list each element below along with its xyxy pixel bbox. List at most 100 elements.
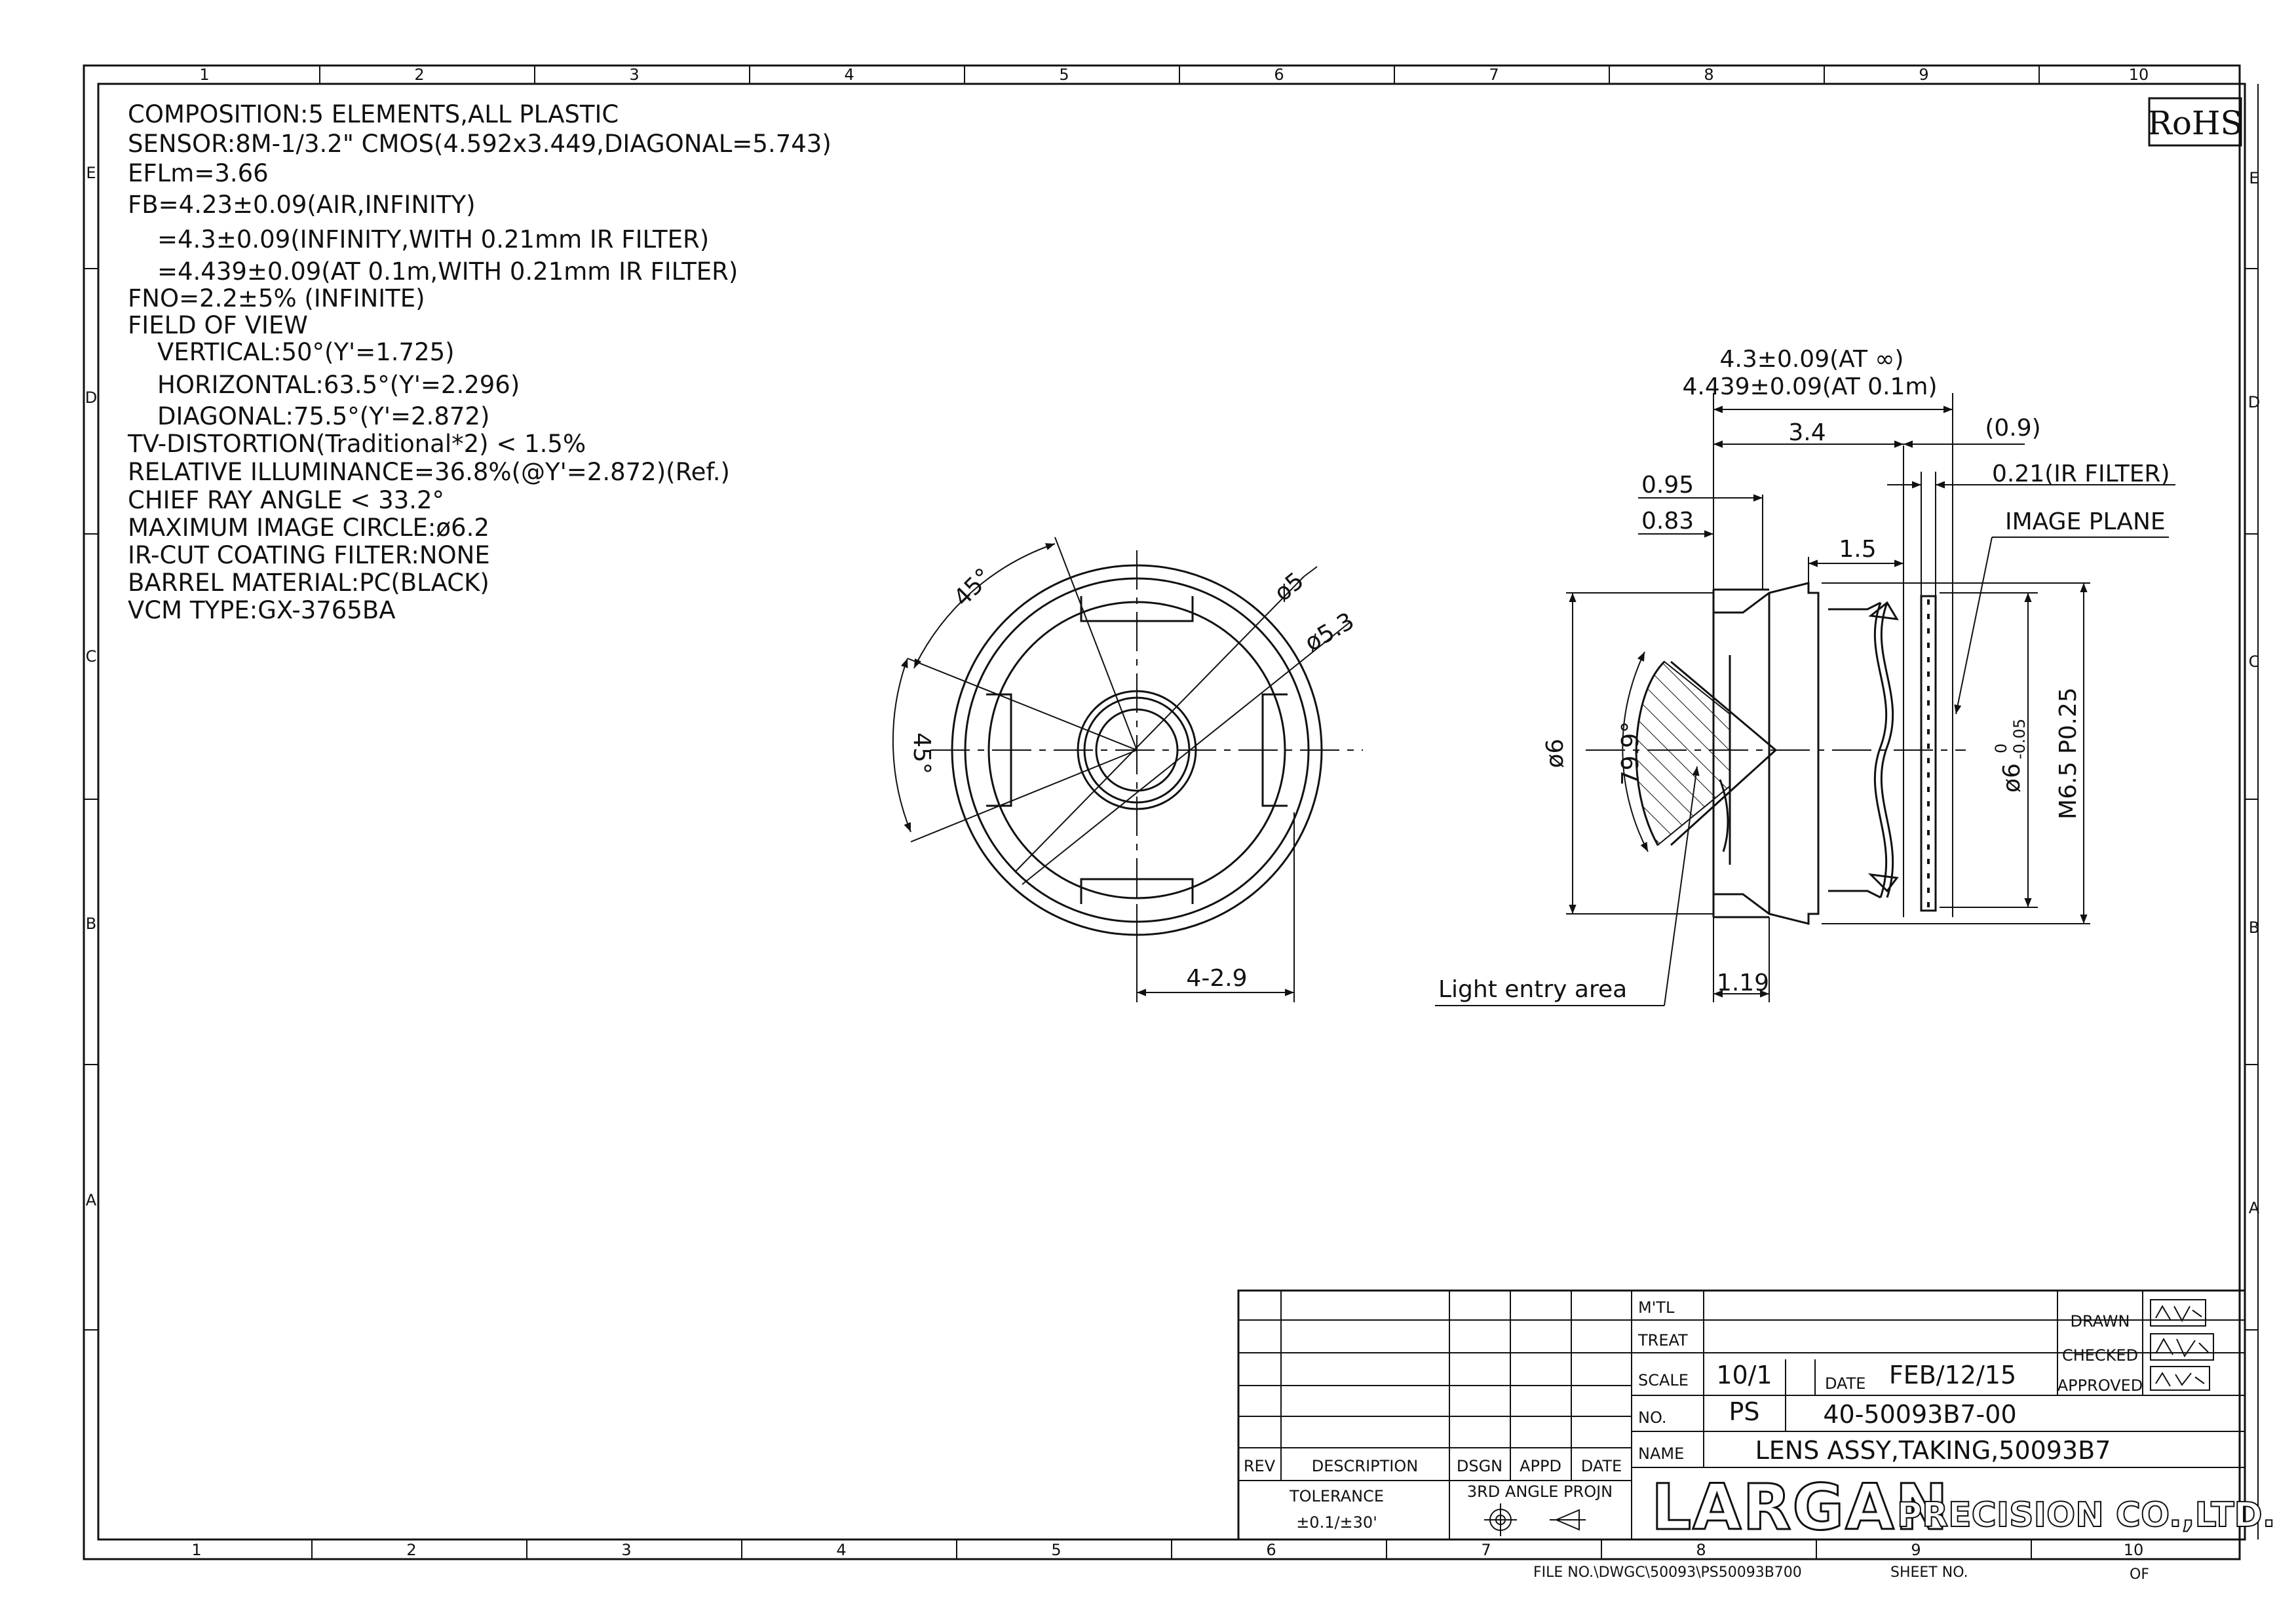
dim-15: 1.5 [1839,536,1876,563]
col-label-top: 2 [414,66,424,84]
company-logo: LARGAN [1651,1471,1949,1544]
dim-dia6-tolerance: ø6 0 -0.05 [1992,719,2029,793]
tb-description: DESCRIPTION [1312,1457,1418,1475]
front-view-labels: 45° 45° ø5 ø5.3 4-2.9 [908,563,1359,992]
spec-line: HORIZONTAL:63.5°(Y'=2.296) [157,371,520,399]
grid-lines [84,66,2259,1559]
row-label-left: B [86,915,96,933]
spec-line: FIELD OF VIEW [128,311,308,339]
col-label-top: 8 [1704,66,1713,84]
col-label-top: 7 [1489,66,1499,84]
col-label-top: 10 [2129,66,2149,84]
grid-col-labels: 1 2 3 4 5 6 7 8 9 10 1 2 3 4 5 6 7 8 9 1… [191,66,2149,1559]
dim-dia6-tol-base: ø6 [1999,763,2025,793]
col-label-bottom: 2 [406,1541,416,1559]
front-angle-left: 45° [908,732,935,774]
rohs-badge: RoHS [2147,97,2243,147]
row-label-left: D [85,388,97,407]
tb-no-value: 40-50093B7-00 [1823,1400,2016,1429]
signature-stamps [2150,1299,2214,1391]
dim-dia6-tol-hi: 0 [1992,744,2010,753]
dim-thread: M6.5 P0.25 [2055,687,2082,820]
dim-095: 0.95 [1641,472,1694,499]
light-entry-hatch [1636,660,1731,846]
col-label-bottom: 8 [1696,1541,1706,1559]
light-entry-label: Light entry area [1438,976,1627,1003]
row-label-left: C [86,647,97,666]
row-label-right: C [2249,652,2260,671]
tb-scale: SCALE [1638,1371,1689,1389]
spec-line: EFLm=3.66 [128,159,269,187]
spec-line: COMPOSITION:5 ELEMENTS,ALL PLASTIC [128,100,619,128]
tb-scale-value: 10/1 [1716,1361,1772,1389]
side-view-labels: 4.3±0.09(AT ∞) 4.439±0.09(AT 0.1m) 3.4 (… [1438,346,2170,1003]
tb-treat: TREAT [1637,1331,1688,1350]
tb-appd: APPD [1520,1457,1561,1475]
company-name: PRECISION CO.,LTD. [1897,1496,2275,1535]
tb-checked: CHECKED [2062,1346,2138,1365]
col-label-bottom: 4 [836,1541,846,1559]
front-view [892,537,1363,1002]
dim-fb-01m: 4.439±0.09(AT 0.1m) [1682,373,1937,400]
title-block [1237,1289,2246,1541]
spec-line: TV-DISTORTION(Traditional*2) < 1.5% [127,430,586,458]
footer-sheet-no: SHEET NO. [1890,1564,1968,1581]
spec-line: =4.439±0.09(AT 0.1m,WITH 0.21mm IR FILTE… [157,257,738,286]
spec-line: VERTICAL:50°(Y'=1.725) [157,338,455,366]
dim-angle-799: 79.9° [1617,721,1644,785]
tb-approved: APPROVED [2057,1376,2143,1395]
dim-len-34: 3.4 [1788,419,1826,446]
row-label-left: E [86,164,96,182]
tb-dsgn: DSGN [1457,1457,1502,1475]
tb-no: NO. [1638,1408,1667,1427]
dim-083: 0.83 [1641,508,1694,535]
row-label-left: A [86,1191,97,1209]
spec-line: SENSOR:8M-1/3.2" CMOS(4.592x3.449,DIAGON… [128,130,832,158]
front-dia-inner: ø5 [1269,567,1309,607]
col-label-bottom: 9 [1911,1541,1921,1559]
row-label-right: B [2249,918,2259,937]
spec-line: DIAGONAL:75.5°(Y'=2.872) [157,402,489,430]
outer-border [83,64,2241,1560]
tb-rev: REV [1244,1457,1276,1475]
footer-of: OF [2130,1566,2149,1583]
dim-fb-infinity: 4.3±0.09(AT ∞) [1720,346,1904,373]
col-label-top: 3 [629,66,639,84]
projection-symbol-icon [1484,1503,1586,1536]
tb-no-prefix: PS [1729,1397,1759,1426]
dim-dia6: ø6 [1542,739,1569,768]
tb-tolerance-value: ±0.1/±30' [1296,1513,1377,1532]
rohs-label: RoHS [2147,104,2243,142]
col-label-bottom: 5 [1051,1541,1061,1559]
col-label-bottom: 10 [2124,1541,2144,1559]
dim-ir-filter: 0.21(IR FILTER) [1992,461,2170,487]
col-label-top: 1 [199,66,209,84]
spec-line: BARREL MATERIAL:PC(BLACK) [128,569,489,597]
tb-drawn: DRAWN [2071,1312,2130,1331]
tb-date-value: FEB/12/15 [1889,1361,2016,1389]
col-label-top: 5 [1059,66,1069,84]
tb-date: DATE [1825,1374,1866,1393]
spec-line: IR-CUT COATING FILTER:NONE [128,541,490,569]
col-label-bottom: 1 [191,1541,201,1559]
dim-dia6-tol-lo: -0.05 [2010,719,2029,759]
col-label-bottom: 3 [621,1541,631,1559]
tb-projection: 3RD ANGLE PROJN [1467,1482,1613,1501]
spec-line: =4.3±0.09(INFINITY,WITH 0.21mm IR FILTER… [157,225,709,254]
row-label-right: E [2249,169,2259,187]
spec-list: COMPOSITION:5 ELEMENTS,ALL PLASTIC SENSO… [127,100,832,624]
tb-date-head: DATE [1581,1457,1622,1475]
grid-row-labels: E D C B A E D C B A [85,164,2260,1217]
col-label-bottom: 7 [1481,1541,1491,1559]
tb-mtl: M'TL [1638,1298,1675,1317]
spec-line: RELATIVE ILLUMINANCE=36.8%(@Y'=2.872)(Re… [128,458,730,486]
footer-file-no: FILE NO.\DWGC\50093\PS50093B700 [1533,1564,1802,1581]
row-label-right: D [2248,393,2260,411]
tb-name: NAME [1638,1445,1684,1463]
tb-name-value: LENS ASSY,TAKING,50093B7 [1755,1436,2111,1465]
col-label-top: 9 [1919,66,1928,84]
col-label-bottom: 6 [1266,1541,1276,1559]
spec-line: FNO=2.2±5% (INFINITE) [128,284,425,312]
spec-line: VCM TYPE:GX-3765BA [128,596,396,624]
